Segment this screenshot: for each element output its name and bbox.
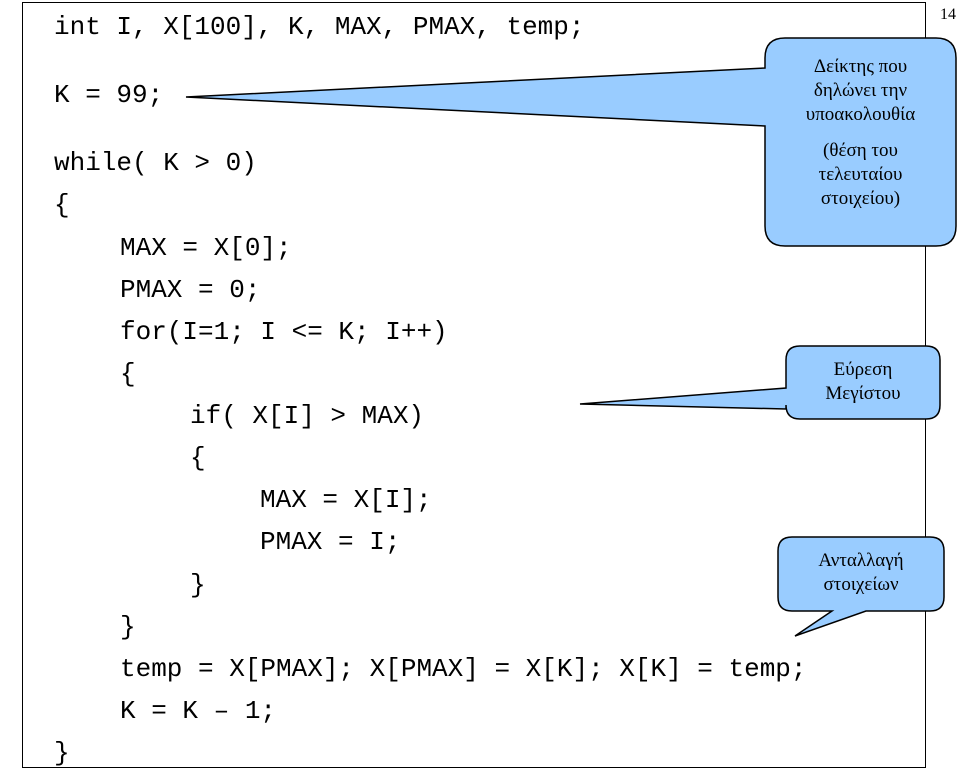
- code-line-14: }: [120, 612, 136, 642]
- code-line-5: MAX = X[0];: [120, 233, 292, 263]
- swap-callout-line: στοιχείων: [823, 574, 899, 595]
- code-line-11: MAX = X[I];: [260, 485, 432, 515]
- pointer-callout-shape: [185, 37, 957, 247]
- pointer-callout-line: (θέση του: [823, 140, 898, 161]
- code-line-10: {: [190, 443, 206, 473]
- code-line-16: K = K – 1;: [120, 696, 277, 726]
- pointer-callout-line: Δείκτης που: [813, 56, 908, 77]
- pointer-callout-line: στοιχείου): [820, 188, 901, 209]
- code-line-2: K = 99;: [54, 80, 164, 110]
- pointer-callout-text: Δείκτης που δηλώνει την υποακολουθία (θέ…: [765, 55, 956, 211]
- pointer-callout-line: δηλώνει την: [813, 80, 908, 101]
- code-line-13: }: [190, 570, 206, 600]
- code-line-9: if( X[I] > MAX): [190, 401, 425, 431]
- code-line-8: {: [120, 359, 136, 389]
- swap-callout-line: Ανταλλαγή: [818, 550, 904, 571]
- code-line-3: while( K > 0): [54, 148, 257, 178]
- code-line-15: temp = X[PMAX]; X[PMAX] = X[K]; X[K] = t…: [120, 654, 807, 684]
- max-callout-shape: [579, 345, 941, 420]
- code-line-1: int I, X[100], K, MAX, PMAX, temp;: [54, 12, 585, 42]
- max-callout-line: Μεγίστου: [825, 383, 901, 404]
- code-line-17: }: [54, 738, 70, 768]
- pointer-callout-line: τελευταίου: [818, 164, 903, 185]
- code-line-4: {: [54, 190, 70, 220]
- page-number: 14: [940, 6, 956, 23]
- max-callout-text: Εύρεση Μεγίστου: [786, 358, 940, 406]
- code-line-7: for(I=1; I <= K; I++): [120, 317, 448, 347]
- pointer-callout-line: υποακολουθία: [805, 104, 916, 125]
- code-line-12: PMAX = I;: [260, 527, 401, 557]
- code-line-6: PMAX = 0;: [120, 275, 261, 305]
- swap-callout-text: Ανταλλαγή στοιχείων: [778, 549, 944, 597]
- swap-callout-shape: [777, 536, 945, 637]
- max-callout-line: Εύρεση: [833, 359, 893, 380]
